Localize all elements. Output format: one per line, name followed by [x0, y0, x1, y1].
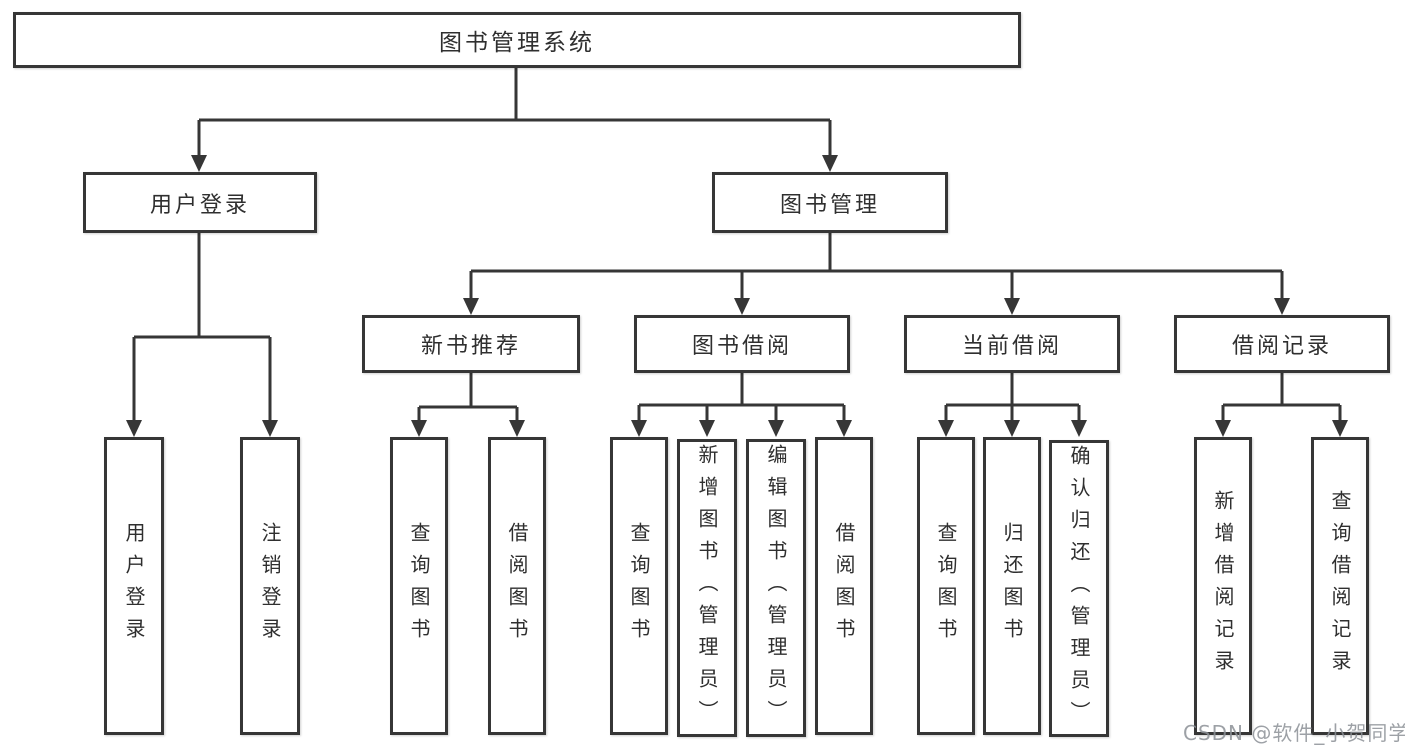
connector-path	[417, 373, 519, 427]
node-borrowing-records: 借阅记录	[1174, 315, 1390, 373]
leaf-borrowing-borrow-books-label: 借阅图书	[832, 522, 856, 650]
arrowhead-down-icon	[463, 298, 479, 315]
arrowhead-down-icon	[1004, 298, 1020, 315]
node-root-label: 图书管理系统	[439, 30, 595, 56]
arrowhead-down-icon	[734, 298, 750, 315]
leaf-borrowing-query-books: 查询图书	[610, 437, 668, 735]
node-book-borrowing-label: 图书借阅	[691, 334, 792, 359]
connector-path	[197, 68, 832, 162]
leaf-borrowing-borrow-books: 借阅图书	[815, 437, 873, 735]
node-borrowing-records-label: 借阅记录	[1231, 334, 1332, 359]
arrowhead-down-icon	[1071, 420, 1087, 437]
arrowhead-down-icon	[699, 420, 715, 437]
node-book-management-label: 图书管理	[779, 192, 880, 218]
leaf-current-return-books-label: 归还图书	[1000, 522, 1024, 650]
leaf-borrowing-query-books-label: 查询图书	[627, 522, 651, 650]
leaf-borrowing-add-books: 新增图书（管理员）	[677, 439, 737, 737]
leaf-recommend-borrow-books-label: 借阅图书	[505, 522, 529, 650]
node-new-book-recommendation-label: 新书推荐	[420, 334, 521, 359]
node-current-borrowing-label: 当前借阅	[961, 334, 1062, 359]
node-book-borrowing: 图书借阅	[634, 315, 850, 373]
leaf-recommend-query-books-label: 查询图书	[407, 522, 431, 650]
arrowhead-down-icon	[262, 420, 278, 437]
connector-path	[132, 233, 272, 427]
leaf-current-confirm-return-label: 确认归还（管理员）	[1067, 444, 1091, 733]
connector-path	[469, 233, 1284, 305]
node-user-login-label: 用户登录	[149, 192, 250, 218]
arrowhead-down-icon	[768, 420, 784, 437]
arrowhead-down-icon	[411, 420, 427, 437]
node-book-management: 图书管理	[712, 172, 948, 233]
connector-path	[944, 373, 1081, 427]
leaf-records-query-record-label: 查询借阅记录	[1328, 490, 1352, 682]
arrowhead-down-icon	[938, 420, 954, 437]
arrowhead-down-icon	[126, 420, 142, 437]
leaf-borrowing-edit-books: 编辑图书（管理员）	[746, 439, 806, 737]
arrowhead-down-icon	[191, 155, 207, 172]
csdn-watermark: CSDN @软件_小贺同学	[1183, 721, 1405, 745]
leaf-logout: 注销登录	[240, 437, 300, 735]
arrowhead-down-icon	[1332, 420, 1348, 437]
leaf-current-confirm-return: 确认归还（管理员）	[1049, 440, 1109, 737]
leaf-borrowing-add-books-label: 新增图书（管理员）	[695, 444, 719, 732]
node-current-borrowing: 当前借阅	[904, 315, 1120, 373]
node-user-login: 用户登录	[83, 172, 317, 233]
leaf-records-add-record-label: 新增借阅记录	[1211, 490, 1235, 682]
leaf-current-return-books: 归还图书	[983, 437, 1041, 735]
arrowhead-down-icon	[631, 420, 647, 437]
arrowhead-down-icon	[836, 420, 852, 437]
leaf-recommend-query-books: 查询图书	[390, 437, 448, 735]
leaf-records-add-record: 新增借阅记录	[1194, 437, 1252, 735]
arrowhead-down-icon	[822, 155, 838, 172]
leaf-logout-label: 注销登录	[258, 522, 282, 650]
leaf-records-query-record: 查询借阅记录	[1311, 437, 1369, 735]
leaf-current-query-books-label: 查询图书	[934, 522, 958, 650]
connector-path	[1221, 373, 1342, 427]
leaf-current-query-books: 查询图书	[917, 437, 975, 735]
leaf-user-login: 用户登录	[104, 437, 164, 735]
connector-path	[637, 373, 846, 427]
node-root: 图书管理系统	[13, 12, 1021, 68]
node-new-book-recommendation: 新书推荐	[362, 315, 580, 373]
leaf-user-login-label: 用户登录	[122, 522, 146, 650]
arrowhead-down-icon	[1215, 420, 1231, 437]
arrowhead-down-icon	[509, 420, 525, 437]
arrowhead-down-icon	[1274, 298, 1290, 315]
leaf-recommend-borrow-books: 借阅图书	[488, 437, 546, 735]
arrowhead-down-icon	[1004, 420, 1020, 437]
leaf-borrowing-edit-books-label: 编辑图书（管理员）	[764, 444, 788, 732]
